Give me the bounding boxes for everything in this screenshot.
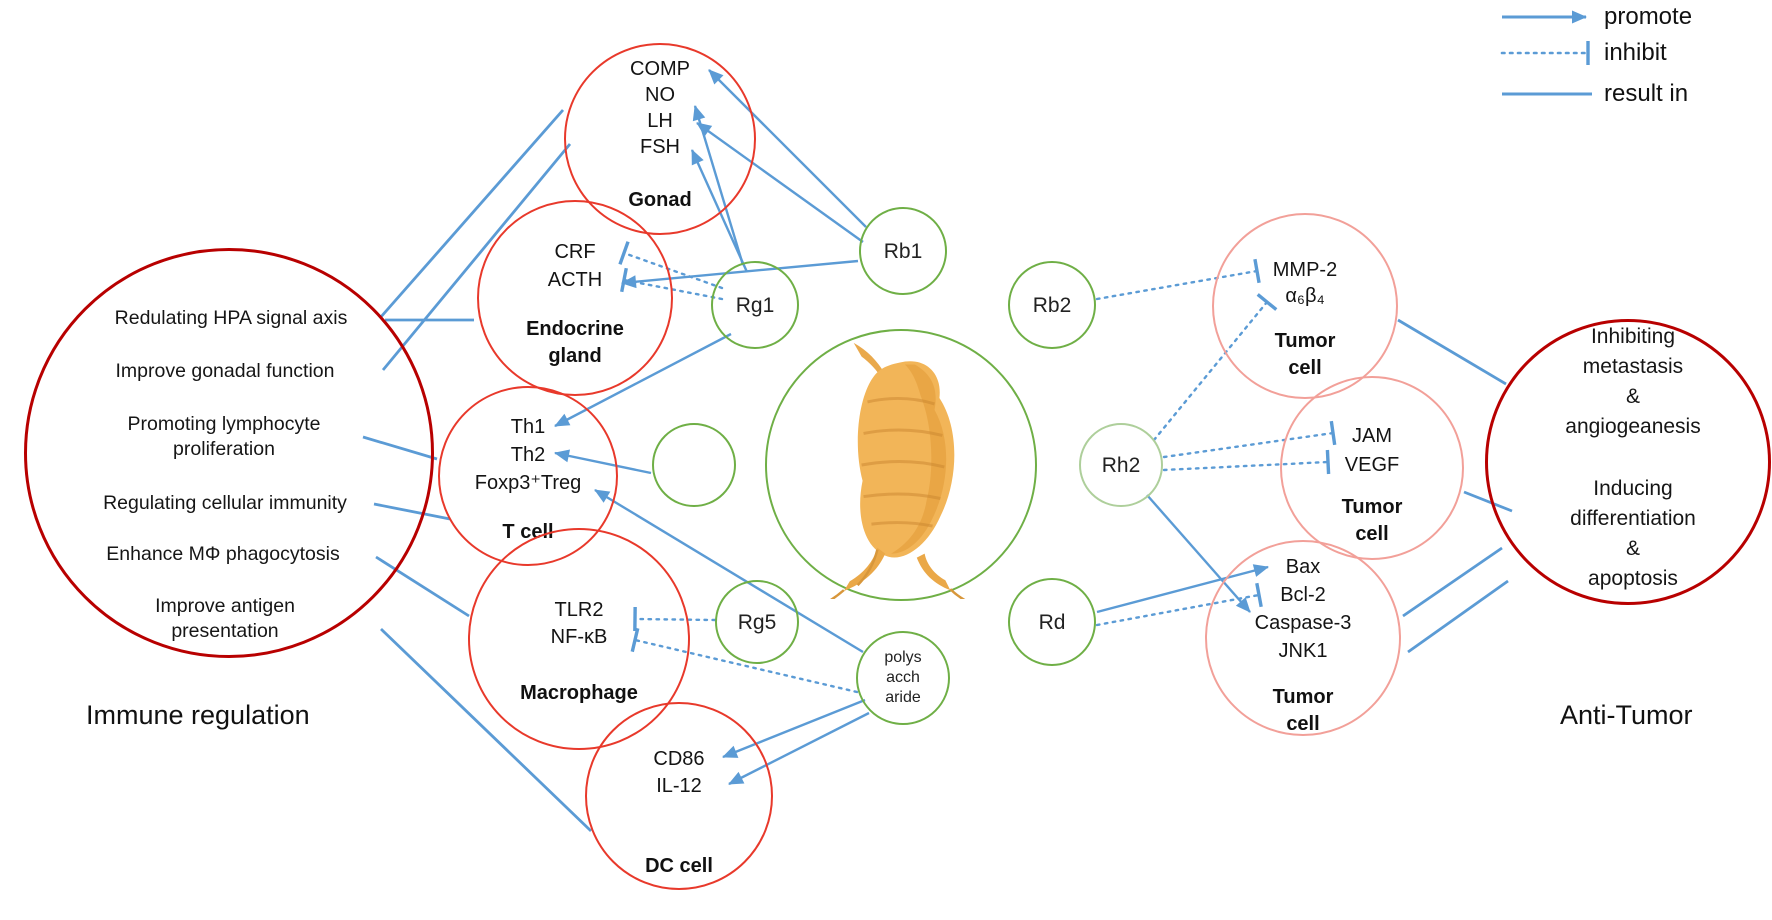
anti-tumor-title: Anti-Tumor bbox=[1560, 700, 1693, 730]
edge-rh2-a6b4-inhibit bbox=[1152, 293, 1278, 442]
tumor-cell-2-label: Tumor cell bbox=[1341, 496, 1403, 545]
immune-outcome-gonadal-function: Improve gonadal function bbox=[115, 360, 335, 382]
edge-polysaccharide-tlr2-nfkb-inhibit bbox=[630, 627, 859, 694]
anti-tumor-outcome-metastasis: Inhibiting metastasis & angiogeanesis bbox=[1565, 325, 1701, 438]
marker-vegf: VEGF bbox=[1344, 454, 1400, 476]
legend-result-in-label: result in bbox=[1604, 80, 1689, 107]
anti-tumor-circle bbox=[1485, 319, 1771, 605]
edge-dc-cell-antigen-presentation-result bbox=[380, 627, 592, 833]
dc-cell-circle: CD86 IL-12 DC cell bbox=[585, 702, 773, 890]
unlabeled-compound-circle bbox=[652, 423, 736, 507]
immune-outcome-lymphocyte-proliferation: Promoting lymphocyte proliferation bbox=[127, 413, 321, 460]
tumor-cell-1-markers: MMP-2 α₆β₄ bbox=[1214, 257, 1396, 309]
marker-comp: COMP bbox=[630, 58, 690, 80]
marker-cd86: CD86 bbox=[653, 748, 705, 770]
macrophage-circle: TLR2 NF-κB Macrophage bbox=[468, 528, 690, 750]
edge-gonad-hpa-axis-result bbox=[378, 109, 565, 319]
marker-foxp3-treg: Foxp3⁺Treg bbox=[474, 472, 582, 494]
tumor-cell-1-circle: MMP-2 α₆β₄ Tumor cell bbox=[1212, 213, 1398, 399]
marker-caspase3: Caspase-3 bbox=[1254, 612, 1352, 634]
tumor-cell-1-label: Tumor cell bbox=[1274, 330, 1336, 379]
endocrine-gland-label: Endocrine gland bbox=[526, 318, 624, 367]
marker-jam: JAM bbox=[1352, 425, 1392, 447]
macrophage-markers: TLR2 NF-κB bbox=[470, 597, 688, 651]
edge-tumor-cell-1-anti-tumor-result bbox=[1397, 318, 1507, 386]
immune-outcome-phagocytosis: Enhance MΦ phagocytosis bbox=[106, 543, 340, 565]
marker-th2: Th2 bbox=[510, 444, 546, 466]
compound-rd-circle: Rd bbox=[1008, 578, 1096, 666]
legend-promote-label: promote bbox=[1604, 3, 1693, 30]
compound-rg5-circle: Rg5 bbox=[715, 580, 799, 664]
dc-cell-markers: CD86 IL-12 bbox=[587, 746, 771, 800]
tumor-cell-2-markers: JAM VEGF bbox=[1282, 422, 1462, 480]
marker-bax: Bax bbox=[1285, 556, 1321, 578]
compound-rb2-circle: Rb2 bbox=[1008, 261, 1096, 349]
ginseng-root-circle bbox=[765, 329, 1037, 601]
marker-il12: IL-12 bbox=[656, 775, 702, 797]
t-cell-markers: Th1 Th2 Foxp3⁺Treg bbox=[440, 413, 616, 497]
marker-no: NO bbox=[645, 84, 675, 106]
dc-cell-label: DC cell bbox=[645, 855, 713, 877]
ginseng-root-illustration bbox=[830, 342, 966, 599]
edge-gonad-gonadal-function-result bbox=[381, 143, 572, 371]
immune-outcome-antigen-presentation: Improve antigen presentation bbox=[155, 595, 295, 642]
edge-polysaccharide-foxp3-treg-promote bbox=[594, 488, 864, 654]
marker-bcl2: Bcl-2 bbox=[1280, 584, 1326, 606]
marker-nfkb: NF-κB bbox=[550, 626, 608, 648]
edge-rg1-crf-inhibit bbox=[618, 241, 724, 290]
marker-acth: ACTH bbox=[547, 269, 603, 291]
edge-tumor-cell-3-anti-tumor-result bbox=[1402, 546, 1503, 618]
compound-rh2-circle: Rh2 bbox=[1079, 423, 1163, 507]
marker-mmp2: MMP-2 bbox=[1272, 259, 1338, 281]
tumor-cell-2-circle: JAM VEGF Tumor cell bbox=[1280, 376, 1464, 560]
marker-lh: LH bbox=[647, 110, 673, 132]
immune-regulation-circle bbox=[24, 248, 434, 658]
gonad-cell-circle: COMP NO LH FSH Gonad bbox=[564, 43, 756, 235]
endocrine-gland-circle: CRF ACTH Endocrine gland bbox=[477, 200, 673, 396]
marker-jnk1: JNK1 bbox=[1278, 640, 1328, 662]
immune-outcome-cellular-immunity: Regulating cellular immunity bbox=[103, 492, 347, 514]
marker-fsh: FSH bbox=[640, 136, 680, 158]
edge-tumor-cell-3-anti-tumor-result bbox=[1407, 579, 1509, 654]
legend-inhibit-label: inhibit bbox=[1604, 39, 1667, 66]
tumor-cell-3-markers: Bax Bcl-2 Caspase-3 JNK1 bbox=[1207, 553, 1399, 665]
compound-polysaccharide-circle: polys acch aride bbox=[856, 631, 950, 725]
tumor-cell-3-circle: Bax Bcl-2 Caspase-3 JNK1 Tumor cell bbox=[1205, 540, 1401, 736]
marker-a6b4: α₆β₄ bbox=[1285, 285, 1325, 307]
endocrine-markers: CRF ACTH bbox=[479, 238, 671, 294]
gonad-markers: COMP NO LH FSH bbox=[566, 56, 754, 160]
compound-rg1-circle: Rg1 bbox=[711, 261, 799, 349]
marker-th1: Th1 bbox=[510, 416, 546, 438]
marker-tlr2: TLR2 bbox=[554, 599, 604, 621]
t-cell-circle: Th1 Th2 Foxp3⁺Treg T cell bbox=[438, 386, 618, 566]
gonad-label: Gonad bbox=[628, 189, 692, 211]
anti-tumor-outcome-apoptosis: Inducing differentiation & apoptosis bbox=[1570, 477, 1696, 590]
tumor-cell-3-label: Tumor cell bbox=[1272, 686, 1334, 735]
marker-crf: CRF bbox=[554, 241, 596, 263]
immune-regulation-title: Immune regulation bbox=[86, 700, 310, 730]
immune-outcome-hpa-axis: Redulating HPA signal axis bbox=[114, 307, 348, 329]
compound-rb1-circle: Rb1 bbox=[859, 207, 947, 295]
macrophage-label: Macrophage bbox=[520, 682, 638, 704]
